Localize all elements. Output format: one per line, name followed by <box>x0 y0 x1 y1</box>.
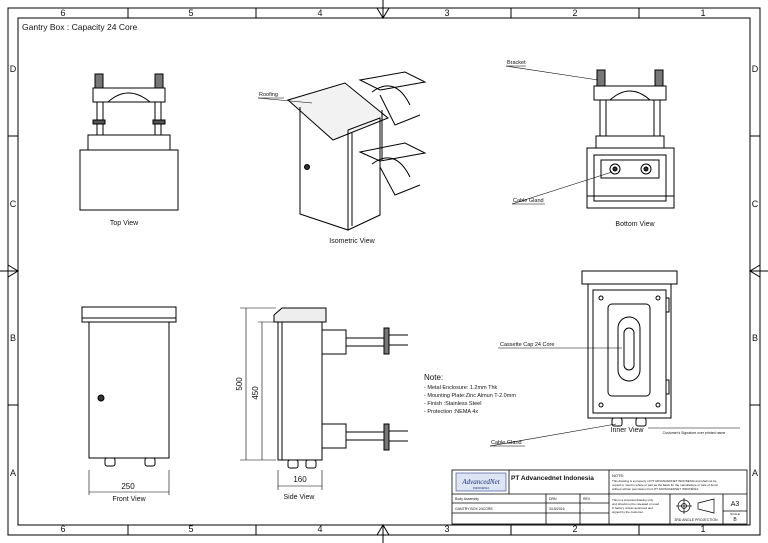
rev-value: - <box>583 507 585 511</box>
cassette-callout: Cassette Cap 24 Core <box>500 342 554 348</box>
zone-row-label: B <box>10 333 16 343</box>
zone-row-label: B <box>752 333 758 343</box>
zone-col-label: 5 <box>188 8 193 18</box>
sheet-size: A3 <box>731 501 740 508</box>
top-view <box>79 73 179 211</box>
drawing-name: GANTRY BOX 24CORE <box>455 507 493 511</box>
zone-columns-top: 6 5 4 3 2 1 <box>60 8 705 18</box>
signature-label: Customer's Signature over printed name <box>663 431 726 435</box>
drawing-title: Gantry Box : Capacity 24 Core <box>22 22 138 32</box>
top-view-label: Top View <box>110 220 139 227</box>
body-assembly-label: Body Assembly <box>455 497 479 501</box>
proposal-line: This is a proposal drawing only <box>612 498 654 502</box>
inner-view <box>581 270 678 427</box>
note-heading: Note: <box>424 373 443 382</box>
proposal-line: and should not be released or used <box>612 502 659 506</box>
sheet-revision: B <box>733 517 737 523</box>
proposal-line: in factory unless approved and <box>612 506 653 510</box>
rev-label: REV <box>583 497 591 501</box>
zone-row-label: C <box>10 199 17 209</box>
cable-gland-inner-leader <box>489 423 617 447</box>
zone-col-label: 6 <box>60 8 65 18</box>
zone-row-label: A <box>10 468 16 478</box>
projection-label: 3RD ANGLE PROJECTION <box>674 518 718 522</box>
bottom-view <box>586 69 675 209</box>
title-note-line: copied or used in whole or part as the b… <box>612 483 718 487</box>
note-line: - Mounting Plate:Zinc Almun T-2.0mm <box>424 393 516 399</box>
zone-row-label: A <box>752 468 758 478</box>
zone-col-label: 2 <box>572 524 577 534</box>
projection-symbol <box>676 498 715 514</box>
cable-gland-bottom-callout: Cable Gland <box>513 198 544 204</box>
zone-col-label: 4 <box>317 8 322 18</box>
zone-col-label: 3 <box>444 8 449 18</box>
bracket-callout: Bracket <box>507 60 526 66</box>
logo-subtext: INDONESIA <box>473 486 490 490</box>
inner-view-label: Inner View <box>611 427 645 434</box>
note-line: - Metal Enclosure: 1.2mm Thk <box>424 385 498 391</box>
bracket-leader <box>505 65 599 81</box>
zone-col-label: 1 <box>700 524 705 534</box>
side-view <box>240 307 408 490</box>
side-height-inner-dimension: 450 <box>251 386 260 400</box>
front-width-dimension: 250 <box>121 482 135 491</box>
drn-date: 3/15/2016 <box>549 507 565 511</box>
front-view <box>81 306 177 495</box>
company-name: PT Advancednet Indonesia <box>511 475 594 482</box>
isometric-view <box>286 71 427 231</box>
title-block <box>451 469 748 525</box>
bottom-view-label: Bottom View <box>615 221 655 228</box>
zone-ticks <box>8 8 760 535</box>
side-view-label: Side View <box>283 494 315 501</box>
roofing-callout: Roofing <box>259 92 278 98</box>
title-note-line: This drawing is a property of PT ADVANCE… <box>612 479 717 483</box>
cable-gland-inner-callout: Cable Gland <box>491 440 522 446</box>
cable-gland-bottom-leader <box>511 171 613 205</box>
note-line: - Finish :Stainless Steel <box>424 401 481 407</box>
scale-label: SCALE <box>730 512 740 516</box>
title-note-line: without written permission from PT ADVAN… <box>612 487 698 491</box>
zone-row-label: C <box>752 199 759 209</box>
drn-label: DRN <box>549 497 557 501</box>
title-note-heading: NOTE: <box>612 473 624 478</box>
zone-col-label: 4 <box>317 524 322 534</box>
note-block: Note: - Metal Enclosure: 1.2mm Thk - Mou… <box>424 373 516 415</box>
side-depth-dimension: 160 <box>293 475 307 484</box>
zone-col-label: 3 <box>444 524 449 534</box>
zone-col-label: 2 <box>572 8 577 18</box>
front-view-label: Front View <box>112 496 146 503</box>
company-logo <box>455 472 507 492</box>
zone-col-label: 5 <box>188 524 193 534</box>
logo-text: AdvancedNet <box>461 478 500 486</box>
zone-col-label: 1 <box>700 8 705 18</box>
proposal-line: signed by the customer. <box>612 510 644 514</box>
zone-col-label: 6 <box>60 524 65 534</box>
zone-row-label: D <box>10 64 17 74</box>
note-line: - Protection :NEMA 4x <box>424 409 478 415</box>
roofing-leader <box>257 97 313 104</box>
zone-row-label: D <box>752 64 759 74</box>
side-height-outer-dimension: 500 <box>235 377 244 391</box>
isometric-view-label: Isometric View <box>329 238 375 245</box>
zone-columns-bottom: 6 5 4 3 2 1 <box>60 524 705 534</box>
zone-rows: D C B A D C B A <box>10 64 759 478</box>
